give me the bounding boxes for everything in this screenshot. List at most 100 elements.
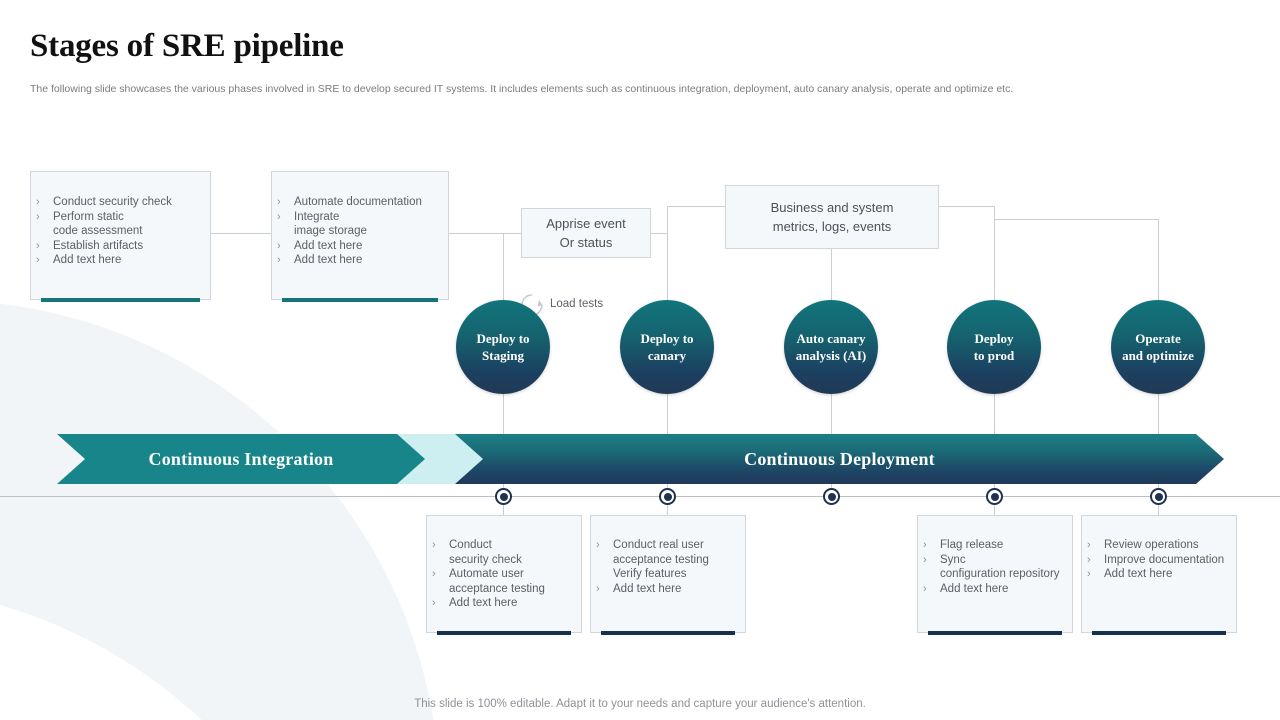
operate-tasks-card[interactable]: ›Review operations ›Improve documentatio…: [1081, 515, 1237, 635]
page-title: Stages of SRE pipeline: [30, 28, 344, 64]
business-metrics-text: Business and system metrics, logs, event…: [771, 198, 894, 236]
connector-autocanary-stem: [831, 249, 832, 304]
connector-apprise-right: [650, 233, 667, 234]
chevron-right-icon: ›: [1087, 553, 1091, 566]
chevron-right-icon: ›: [923, 539, 927, 551]
chevron-right-icon: ›: [1087, 568, 1091, 581]
list-item: ›Improve documentation: [1087, 553, 1225, 566]
chevron-right-icon: ›: [277, 239, 281, 252]
banner-continuous-deployment[interactable]: Continuous Deployment: [455, 434, 1224, 484]
connector-card1-card2: [211, 233, 271, 234]
timeline-marker-2[interactable]: [659, 488, 676, 505]
stage-circle-deploy-to-prod[interactable]: Deploy to prod: [947, 300, 1041, 394]
connector-prod-top: [938, 206, 995, 207]
timeline-marker-5[interactable]: [1150, 488, 1167, 505]
connector-canary-stem: [667, 206, 668, 304]
connector-prod-stem: [994, 206, 995, 304]
stage-circle-deploy-to-canary[interactable]: Deploy to canary: [620, 300, 714, 394]
load-tests-label: Load tests: [550, 298, 604, 310]
chevron-right-icon: ›: [596, 582, 600, 595]
chevron-right-icon: ›: [277, 210, 281, 223]
metrics-line-2: metrics, logs, events: [772, 219, 892, 234]
timeline-marker-3[interactable]: [823, 488, 840, 505]
chevron-right-icon: ›: [923, 553, 927, 566]
background-arc-decoration: [0, 300, 440, 720]
connector-operate-to-banner: [1158, 393, 1159, 435]
list-item: ›Add text here: [923, 582, 1009, 595]
list-item: ›Flag release: [923, 539, 1004, 551]
page-subtitle: The following slide showcases the variou…: [30, 83, 1014, 95]
metrics-line-1: Business and system: [770, 200, 894, 215]
connector-dot-to-card-4: [994, 505, 995, 515]
timeline-marker-dot: [1154, 492, 1163, 501]
chevron-right-icon: ›: [1087, 539, 1091, 551]
chevron-right-icon: ›: [923, 582, 927, 595]
stage-label: Deploy to Staging: [476, 330, 529, 364]
stage-line-1: Deploy to: [640, 331, 694, 346]
chevron-right-icon: ›: [36, 196, 40, 208]
apprise-line-2: Or status: [559, 235, 613, 250]
stage-line-1: Deploy: [974, 331, 1014, 346]
stage-label: Auto canary analysis (AI): [796, 330, 866, 364]
list-item: ›Add text here: [1087, 568, 1173, 581]
stage-line-1: Auto canary: [796, 331, 866, 346]
chevron-right-icon: ›: [432, 568, 436, 581]
connector-staging-stem: [503, 233, 504, 303]
connector-dot-to-card-2: [667, 505, 668, 515]
connector-staging-to-banner: [503, 393, 504, 435]
banner-label: Continuous Integration: [148, 448, 334, 469]
list-item: ›Add text here: [277, 254, 363, 267]
chevron-right-icon: ›: [432, 539, 436, 551]
business-metrics-box[interactable]: Business and system metrics, logs, event…: [725, 185, 939, 249]
chevron-right-icon: ›: [432, 597, 436, 610]
chevron-right-icon: ›: [277, 196, 281, 208]
stage-line-2: to prod: [973, 348, 1015, 363]
list-item: ›Add text here: [277, 239, 363, 252]
banner-continuous-integration[interactable]: Continuous Integration: [57, 434, 425, 484]
card-accent-bar: [1092, 631, 1226, 635]
stage-label: Operate and optimize: [1122, 330, 1194, 364]
stage-circle-auto-canary-analysis[interactable]: Auto canary analysis (AI): [784, 300, 878, 394]
timeline-marker-dot: [663, 492, 672, 501]
connector-operate-top: [994, 219, 1159, 220]
connector-canary-to-banner: [667, 393, 668, 435]
card-accent-bar: [437, 631, 571, 635]
stage-label: Deploy to canary: [640, 330, 693, 364]
list-item: ›Automate documentation: [277, 196, 422, 208]
apprise-event-box[interactable]: Apprise event Or status: [521, 208, 651, 258]
card-accent-bar: [282, 298, 438, 302]
stage-line-2: and optimize: [1122, 348, 1194, 363]
chevron-right-icon: ›: [596, 539, 600, 551]
timeline-marker-4[interactable]: [986, 488, 1003, 505]
chevron-right-icon: ›: [36, 210, 40, 223]
chevron-right-icon: ›: [277, 254, 281, 267]
list-item: ›Establish artifacts: [36, 239, 144, 252]
timeline-marker-dot: [499, 492, 508, 501]
list-item: ›Review operations: [1087, 539, 1199, 551]
apprise-event-text: Apprise event Or status: [546, 214, 626, 252]
stage-line-1: Operate: [1135, 331, 1181, 346]
list-item: ›Add text here: [36, 254, 122, 267]
banner-label: Continuous Deployment: [744, 448, 935, 469]
stage-circle-operate-and-optimize[interactable]: Operate and optimize: [1111, 300, 1205, 394]
stage-label: Deploy to prod: [974, 330, 1015, 364]
connector-operate-stem: [1158, 219, 1159, 304]
timeline-marker-1[interactable]: [495, 488, 512, 505]
stage-circle-deploy-to-staging[interactable]: Deploy to Staging: [456, 300, 550, 394]
connector-autocanary-to-banner: [831, 393, 832, 435]
stage-line-2: canary: [647, 348, 687, 363]
footer-note: This slide is 100% editable. Adapt it to…: [414, 698, 866, 710]
